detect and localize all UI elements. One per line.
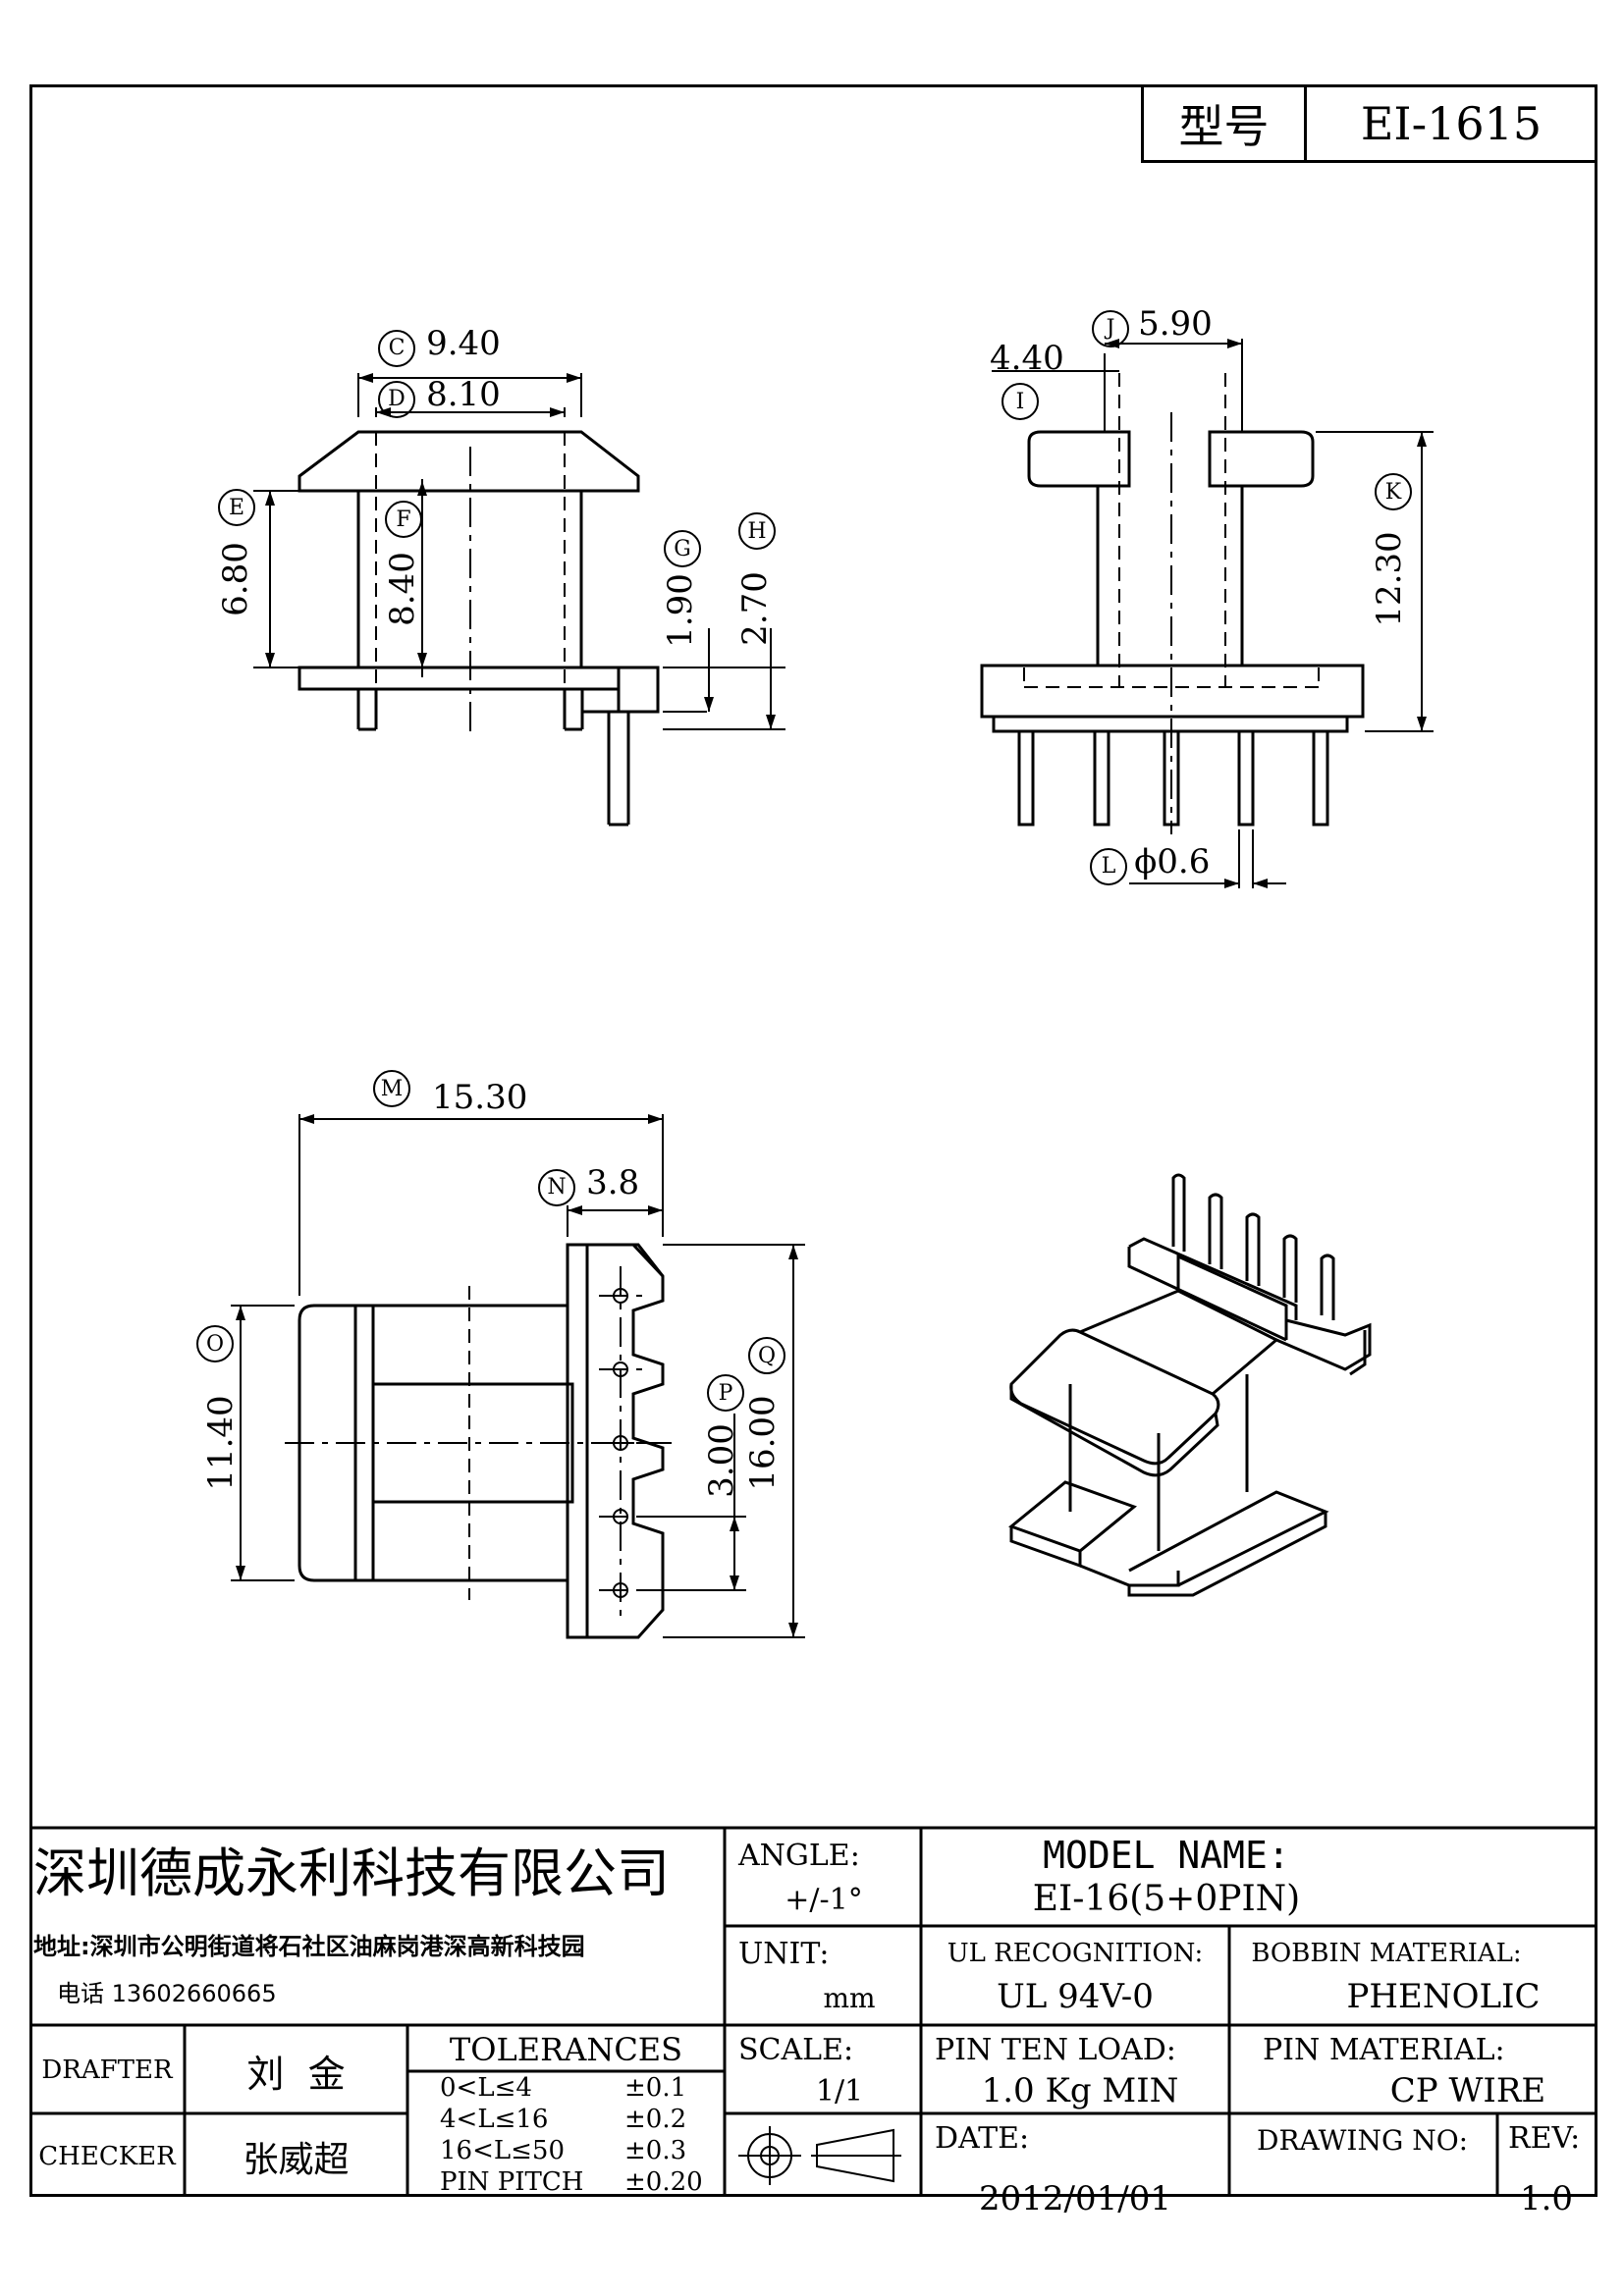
dim-letter-k: K xyxy=(1375,473,1412,510)
drafter-name: 刘 金 xyxy=(246,2052,346,2096)
tol-value-1: ±0.2 xyxy=(624,2105,687,2134)
side-view xyxy=(980,430,1365,733)
dim-n: N 3.8 xyxy=(538,1163,639,1206)
pin-load-label: PIN TEN LOAD: xyxy=(935,2032,1176,2067)
model-box-divider xyxy=(1304,84,1307,163)
dim-letter-g: G xyxy=(664,530,701,567)
dim-letter-n: N xyxy=(538,1168,575,1206)
pin-material-label: PIN MATERIAL: xyxy=(1263,2032,1505,2067)
dim-letter-i: I xyxy=(1001,383,1039,420)
scale-value: 1/1 xyxy=(815,2073,864,2109)
dim-value-n: 3.8 xyxy=(586,1163,640,1202)
pin-load-value: 1.0 Kg MIN xyxy=(981,2071,1179,2110)
date-value: 2012/01/01 xyxy=(979,2179,1171,2218)
dim-value-j: 5.90 xyxy=(1138,304,1213,344)
tol-value-2: ±0.3 xyxy=(624,2136,687,2165)
scale-label: SCALE: xyxy=(738,2032,854,2067)
company-phone: 电话 13602660665 xyxy=(57,1979,277,2007)
dim-d: D 8.10 xyxy=(378,375,501,418)
tol-range-0: 0<L≤4 xyxy=(440,2073,532,2103)
dim-value-l: ϕ0.6 xyxy=(1134,842,1211,881)
dim-value-c: 9.40 xyxy=(426,324,501,363)
dim-value-q: 16.00 xyxy=(743,1395,783,1491)
rev-label: REV: xyxy=(1508,2120,1581,2156)
model-label: 型号 xyxy=(1178,100,1270,153)
pin-markers xyxy=(613,1288,628,1598)
dim-value-i: 4.40 xyxy=(990,339,1064,378)
top-view xyxy=(298,1243,665,1639)
ul-value: UL 94V-0 xyxy=(997,1977,1154,2016)
drawing-frame xyxy=(29,84,1597,2197)
drafter-label: DRAFTER xyxy=(41,2056,173,2085)
bobbin-value: PHENOLIC xyxy=(1346,1977,1541,2016)
company-address: 地址:深圳市公明街道将石社区油麻岗港深高新科技园 xyxy=(33,1932,585,1960)
drawing-no-label: DRAWING NO: xyxy=(1257,2123,1469,2157)
bobbin-label: BOBBIN MATERIAL: xyxy=(1251,1939,1522,1968)
dim-value-g: 1.90 xyxy=(661,573,700,648)
ul-label: UL RECOGNITION: xyxy=(947,1939,1204,1968)
dim-letter-d: D xyxy=(378,380,415,418)
dim-value-m: 15.30 xyxy=(432,1078,528,1117)
technical-drawing xyxy=(231,339,1434,1639)
tol-range-3: PIN PITCH xyxy=(440,2167,584,2197)
tolerances-table: 0<L≤4 ±0.1 4<L≤16 ±0.2 16<L≤50 ±0.3 PIN … xyxy=(410,2073,723,2197)
dim-value-d: 8.10 xyxy=(426,375,501,414)
dim-c: C 9.40 xyxy=(378,324,501,367)
dim-value-o: 11.40 xyxy=(201,1395,241,1491)
tol-range-2: 16<L≤50 xyxy=(440,2136,566,2165)
date-value-clip: 2012/01/01 xyxy=(921,2160,1229,2218)
angle-label: ANGLE: xyxy=(738,1838,860,1873)
dim-l: L ϕ0.6 xyxy=(1090,842,1210,885)
model-name-value: EI-16(5+0PIN) xyxy=(1032,1878,1301,1919)
model-value: EI-1615 xyxy=(1360,97,1543,150)
dim-value-k: 12.30 xyxy=(1370,531,1409,627)
isometric-view xyxy=(1007,1237,1372,1597)
model-name-label: MODEL NAME: xyxy=(1043,1834,1290,1877)
dim-value-h: 2.70 xyxy=(735,571,775,646)
dim-value-p: 3.00 xyxy=(702,1423,741,1498)
unit-label: UNIT: xyxy=(738,1936,830,1971)
company-name: 深圳德成永利科技有限公司 xyxy=(33,1842,670,1904)
tolerances-title: TOLERANCES xyxy=(449,2031,683,2068)
dim-letter-o: O xyxy=(196,1325,234,1362)
checker-label: CHECKER xyxy=(38,2142,176,2171)
dim-letter-f: F xyxy=(385,501,422,538)
rev-value: 1.0 xyxy=(1519,2179,1574,2218)
model-box xyxy=(1141,84,1597,163)
side-pins xyxy=(1017,729,1329,827)
dim-value-f: 8.40 xyxy=(383,552,422,626)
iso-pins xyxy=(1171,1173,1335,1320)
angle-value: +/-1° xyxy=(785,1882,863,1917)
pin-material-value: CP WIRE xyxy=(1389,2071,1546,2110)
tol-range-1: 4<L≤16 xyxy=(440,2105,549,2134)
dim-letter-j: J xyxy=(1092,309,1129,347)
date-label: DATE: xyxy=(935,2120,1030,2156)
dim-letter-p: P xyxy=(707,1374,744,1412)
tol-value-0: ±0.1 xyxy=(624,2073,687,2103)
unit-value: mm xyxy=(823,1981,876,2014)
dim-value-e: 6.80 xyxy=(216,542,255,616)
dim-letter-e: E xyxy=(218,489,255,526)
dim-j: J 5.90 xyxy=(1092,304,1213,347)
dim-letter-q: Q xyxy=(748,1337,785,1374)
dim-letter-c: C xyxy=(378,329,415,367)
dim-letter-l: L xyxy=(1090,847,1127,885)
dim-letter-h: H xyxy=(738,512,776,550)
front-view xyxy=(298,430,660,827)
dim-letter-m: M xyxy=(373,1070,410,1107)
checker-name: 张威超 xyxy=(243,2140,350,2180)
rev-value-clip: 1.0 xyxy=(1497,2160,1596,2218)
tol-value-3: ±0.20 xyxy=(624,2167,703,2197)
